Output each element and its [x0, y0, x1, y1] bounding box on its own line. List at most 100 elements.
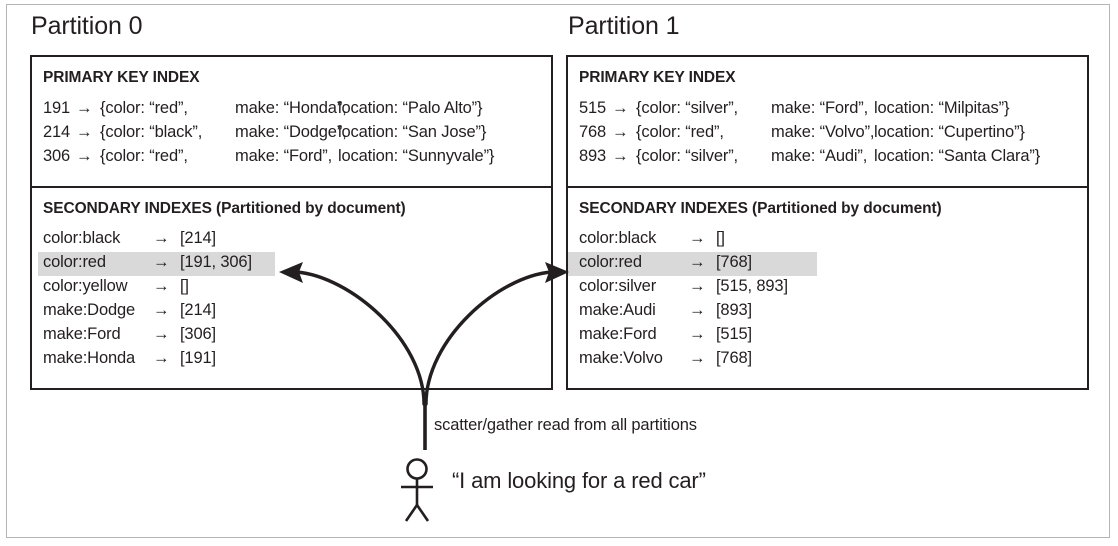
pk-make: make: “Honda”,: [235, 99, 347, 117]
arrow-glyph: →: [76, 123, 93, 141]
arrow-glyph: →: [153, 325, 170, 343]
index-ids: [191]: [180, 349, 216, 367]
partition-1-box: PRIMARY KEY INDEX 515 → {color: “silver”…: [566, 55, 1089, 390]
partition-0-secondary-indexes: SECONDARY INDEXES (Partitioned by docume…: [32, 188, 551, 388]
table-row: 306 → {color: “red”, make: “Ford”, locat…: [43, 146, 547, 170]
list-item: color:black → [214]: [32, 228, 551, 252]
arrow-glyph: →: [153, 349, 170, 367]
index-term: color:red: [43, 253, 106, 271]
arrow-glyph: →: [612, 123, 629, 141]
list-item: make:Dodge → [214]: [32, 300, 551, 324]
user-stick-figure: [401, 458, 433, 522]
partition-1-primary-rows: 515 → {color: “silver”, make: “Ford”, lo…: [579, 98, 1083, 170]
index-ids: []: [180, 277, 189, 295]
table-row: 893 → {color: “silver”, make: “Audi”, lo…: [579, 146, 1083, 170]
pk-key: 191: [43, 99, 71, 117]
arrow-glyph: →: [689, 349, 706, 367]
secondary-indexes-heading: SECONDARY INDEXES (Partitioned by docume…: [43, 200, 406, 217]
partition-1-title: Partition 1: [568, 12, 680, 40]
list-item-highlighted: color:red → [768]: [568, 252, 1087, 276]
list-item: make:Ford → [306]: [32, 324, 551, 348]
arrow-glyph: →: [612, 99, 629, 117]
table-row: 768 → {color: “red”, make: “Volvo”, loca…: [579, 122, 1083, 146]
pk-make: make: “Ford”,: [235, 147, 333, 165]
list-item: make:Volvo → [768]: [568, 348, 1087, 372]
arrow-glyph: →: [689, 229, 706, 247]
pk-color: {color: “silver”,: [636, 99, 738, 117]
list-item: make:Honda → [191]: [32, 348, 551, 372]
index-ids: [768]: [716, 349, 752, 367]
arrow-glyph: →: [153, 301, 170, 319]
partition-1-secondary-rows: color:black → [] color:red → [768] color…: [568, 228, 1087, 372]
list-item: color:black → []: [568, 228, 1087, 252]
list-item: color:yellow → []: [32, 276, 551, 300]
pk-location: location: “San Jose”}: [338, 123, 487, 141]
stick-figure-head: [406, 458, 428, 480]
index-ids: [515, 893]: [716, 277, 788, 295]
index-ids: [214]: [180, 301, 216, 319]
partition-0-box: PRIMARY KEY INDEX 191 → {color: “red”, m…: [30, 55, 553, 390]
arrow-glyph: →: [689, 325, 706, 343]
index-ids: [893]: [716, 301, 752, 319]
pk-make: make: “Audi”,: [771, 147, 868, 165]
index-term: make:Audi: [579, 301, 656, 319]
primary-key-index-heading: PRIMARY KEY INDEX: [43, 69, 200, 86]
arrow-glyph: →: [689, 301, 706, 319]
list-item: make:Audi → [893]: [568, 300, 1087, 324]
index-term: make:Volvo: [579, 349, 663, 367]
pk-make: make: “Volvo”,: [771, 123, 875, 141]
index-term: make:Ford: [43, 325, 121, 343]
pk-color: {color: “silver”,: [636, 147, 738, 165]
arrow-glyph: →: [76, 147, 93, 165]
primary-key-index-heading: PRIMARY KEY INDEX: [579, 69, 736, 86]
stick-figure-leg-right: [415, 504, 430, 522]
pk-location: location: “Cupertino”}: [874, 123, 1025, 141]
user-query-quote: “I am looking for a red car”: [452, 468, 706, 493]
partition-0-secondary-rows: color:black → [214] color:red → [191, 30…: [32, 228, 551, 372]
index-ids: [191, 306]: [180, 253, 252, 271]
scatter-gather-caption: scatter/gather read from all partitions: [434, 416, 697, 434]
partition-1-primary-key-index: PRIMARY KEY INDEX 515 → {color: “silver”…: [568, 57, 1087, 188]
table-row: 515 → {color: “silver”, make: “Ford”, lo…: [579, 98, 1083, 122]
pk-location: location: “Milpitas”}: [874, 99, 1010, 117]
pk-make: make: “Ford”,: [771, 99, 869, 117]
partition-1-secondary-indexes: SECONDARY INDEXES (Partitioned by docume…: [568, 188, 1087, 388]
pk-key: 515: [579, 99, 607, 117]
partition-0-primary-key-index: PRIMARY KEY INDEX 191 → {color: “red”, m…: [32, 57, 551, 188]
pk-location: location: “Sunnyvale”}: [338, 147, 495, 165]
arrow-glyph: →: [153, 229, 170, 247]
table-row: 214 → {color: “black”, make: “Dodge”, lo…: [43, 122, 547, 146]
index-term: color:silver: [579, 277, 657, 295]
secondary-indexes-heading: SECONDARY INDEXES (Partitioned by docume…: [579, 200, 942, 217]
table-row: 191 → {color: “red”, make: “Honda”, loca…: [43, 98, 547, 122]
pk-location: location: “Palo Alto”}: [338, 99, 483, 117]
list-item-highlighted: color:red → [191, 306]: [32, 252, 551, 276]
arrow-glyph: →: [689, 253, 706, 271]
pk-color: {color: “red”,: [636, 123, 724, 141]
partition-0-title: Partition 0: [31, 12, 143, 40]
index-ids: [515]: [716, 325, 752, 343]
stick-figure-leg-left: [404, 504, 419, 522]
pk-color: {color: “black”,: [100, 123, 203, 141]
pk-key: 214: [43, 123, 71, 141]
list-item: make:Ford → [515]: [568, 324, 1087, 348]
arrow-glyph: →: [612, 147, 629, 165]
arrow-glyph: →: [153, 277, 170, 295]
index-term: color:yellow: [43, 277, 128, 295]
arrow-glyph: →: [153, 253, 170, 271]
pk-make: make: “Dodge”,: [235, 123, 347, 141]
pk-color: {color: “red”,: [100, 99, 188, 117]
index-term: color:black: [579, 229, 657, 247]
index-ids: []: [716, 229, 725, 247]
pk-color: {color: “red”,: [100, 147, 188, 165]
partition-0-primary-rows: 191 → {color: “red”, make: “Honda”, loca…: [43, 98, 547, 170]
index-ids: [214]: [180, 229, 216, 247]
index-term: color:black: [43, 229, 121, 247]
index-term: make:Honda: [43, 349, 136, 367]
pk-key: 768: [579, 123, 607, 141]
arrow-glyph: →: [76, 99, 93, 117]
pk-key: 306: [43, 147, 71, 165]
pk-key: 893: [579, 147, 607, 165]
index-ids: [768]: [716, 253, 752, 271]
